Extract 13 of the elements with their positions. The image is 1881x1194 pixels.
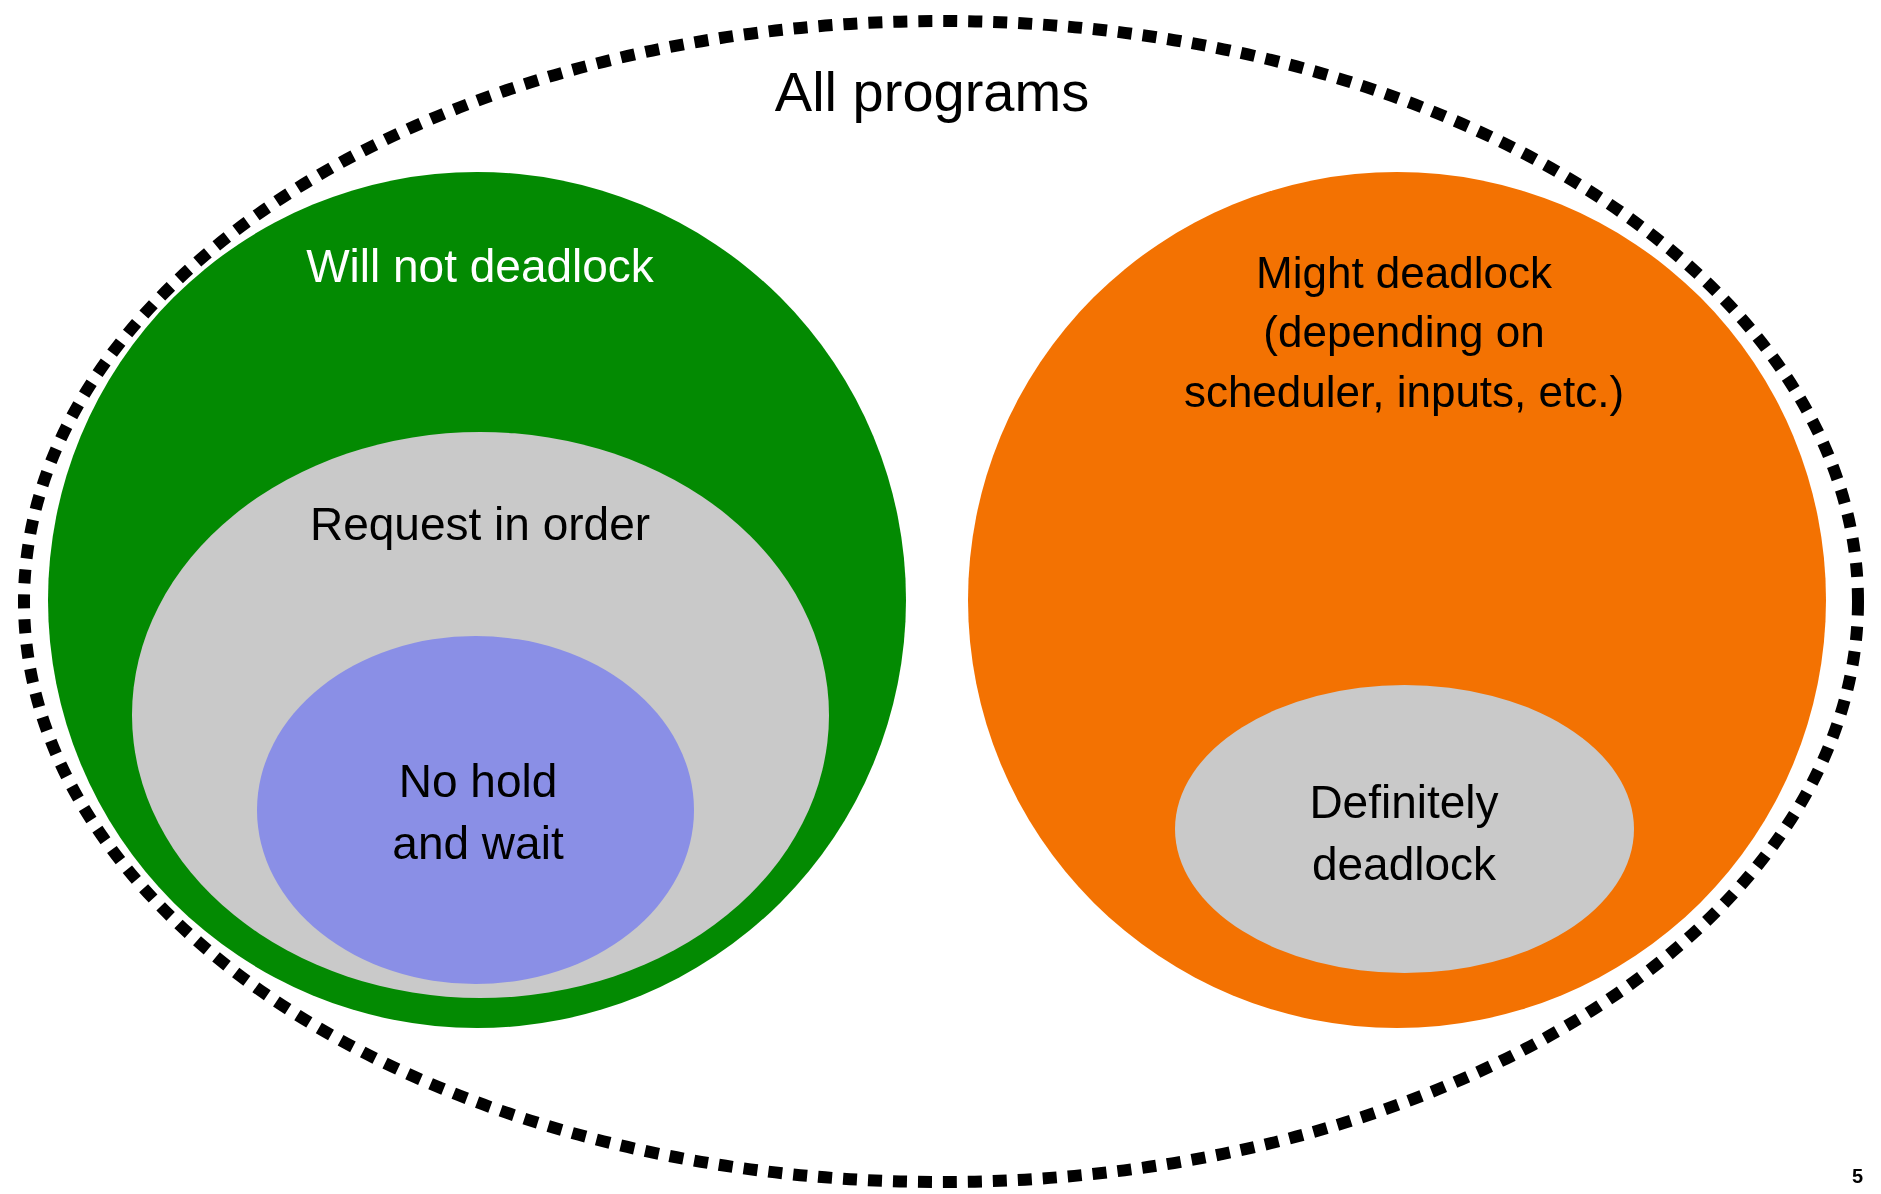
ellipse-region: [968, 172, 1826, 1028]
region-label: No hold and wait: [391, 753, 565, 871]
region-label: Will not deadlock: [305, 238, 655, 294]
ellipse-region: [1175, 685, 1634, 973]
region-label: All programs: [773, 59, 1091, 126]
ellipse-region: [132, 432, 829, 998]
region-label: Request in order: [308, 496, 652, 552]
ellipse-region: [257, 636, 694, 984]
region-label: Might deadlock (depending on scheduler, inputs, etc.): [1182, 246, 1626, 418]
region-label: Definitely deadlock: [1308, 774, 1500, 892]
page-number: 5: [1851, 1165, 1863, 1188]
dashed-ellipse: [18, 15, 1864, 1188]
ellipse-region: [48, 172, 906, 1028]
